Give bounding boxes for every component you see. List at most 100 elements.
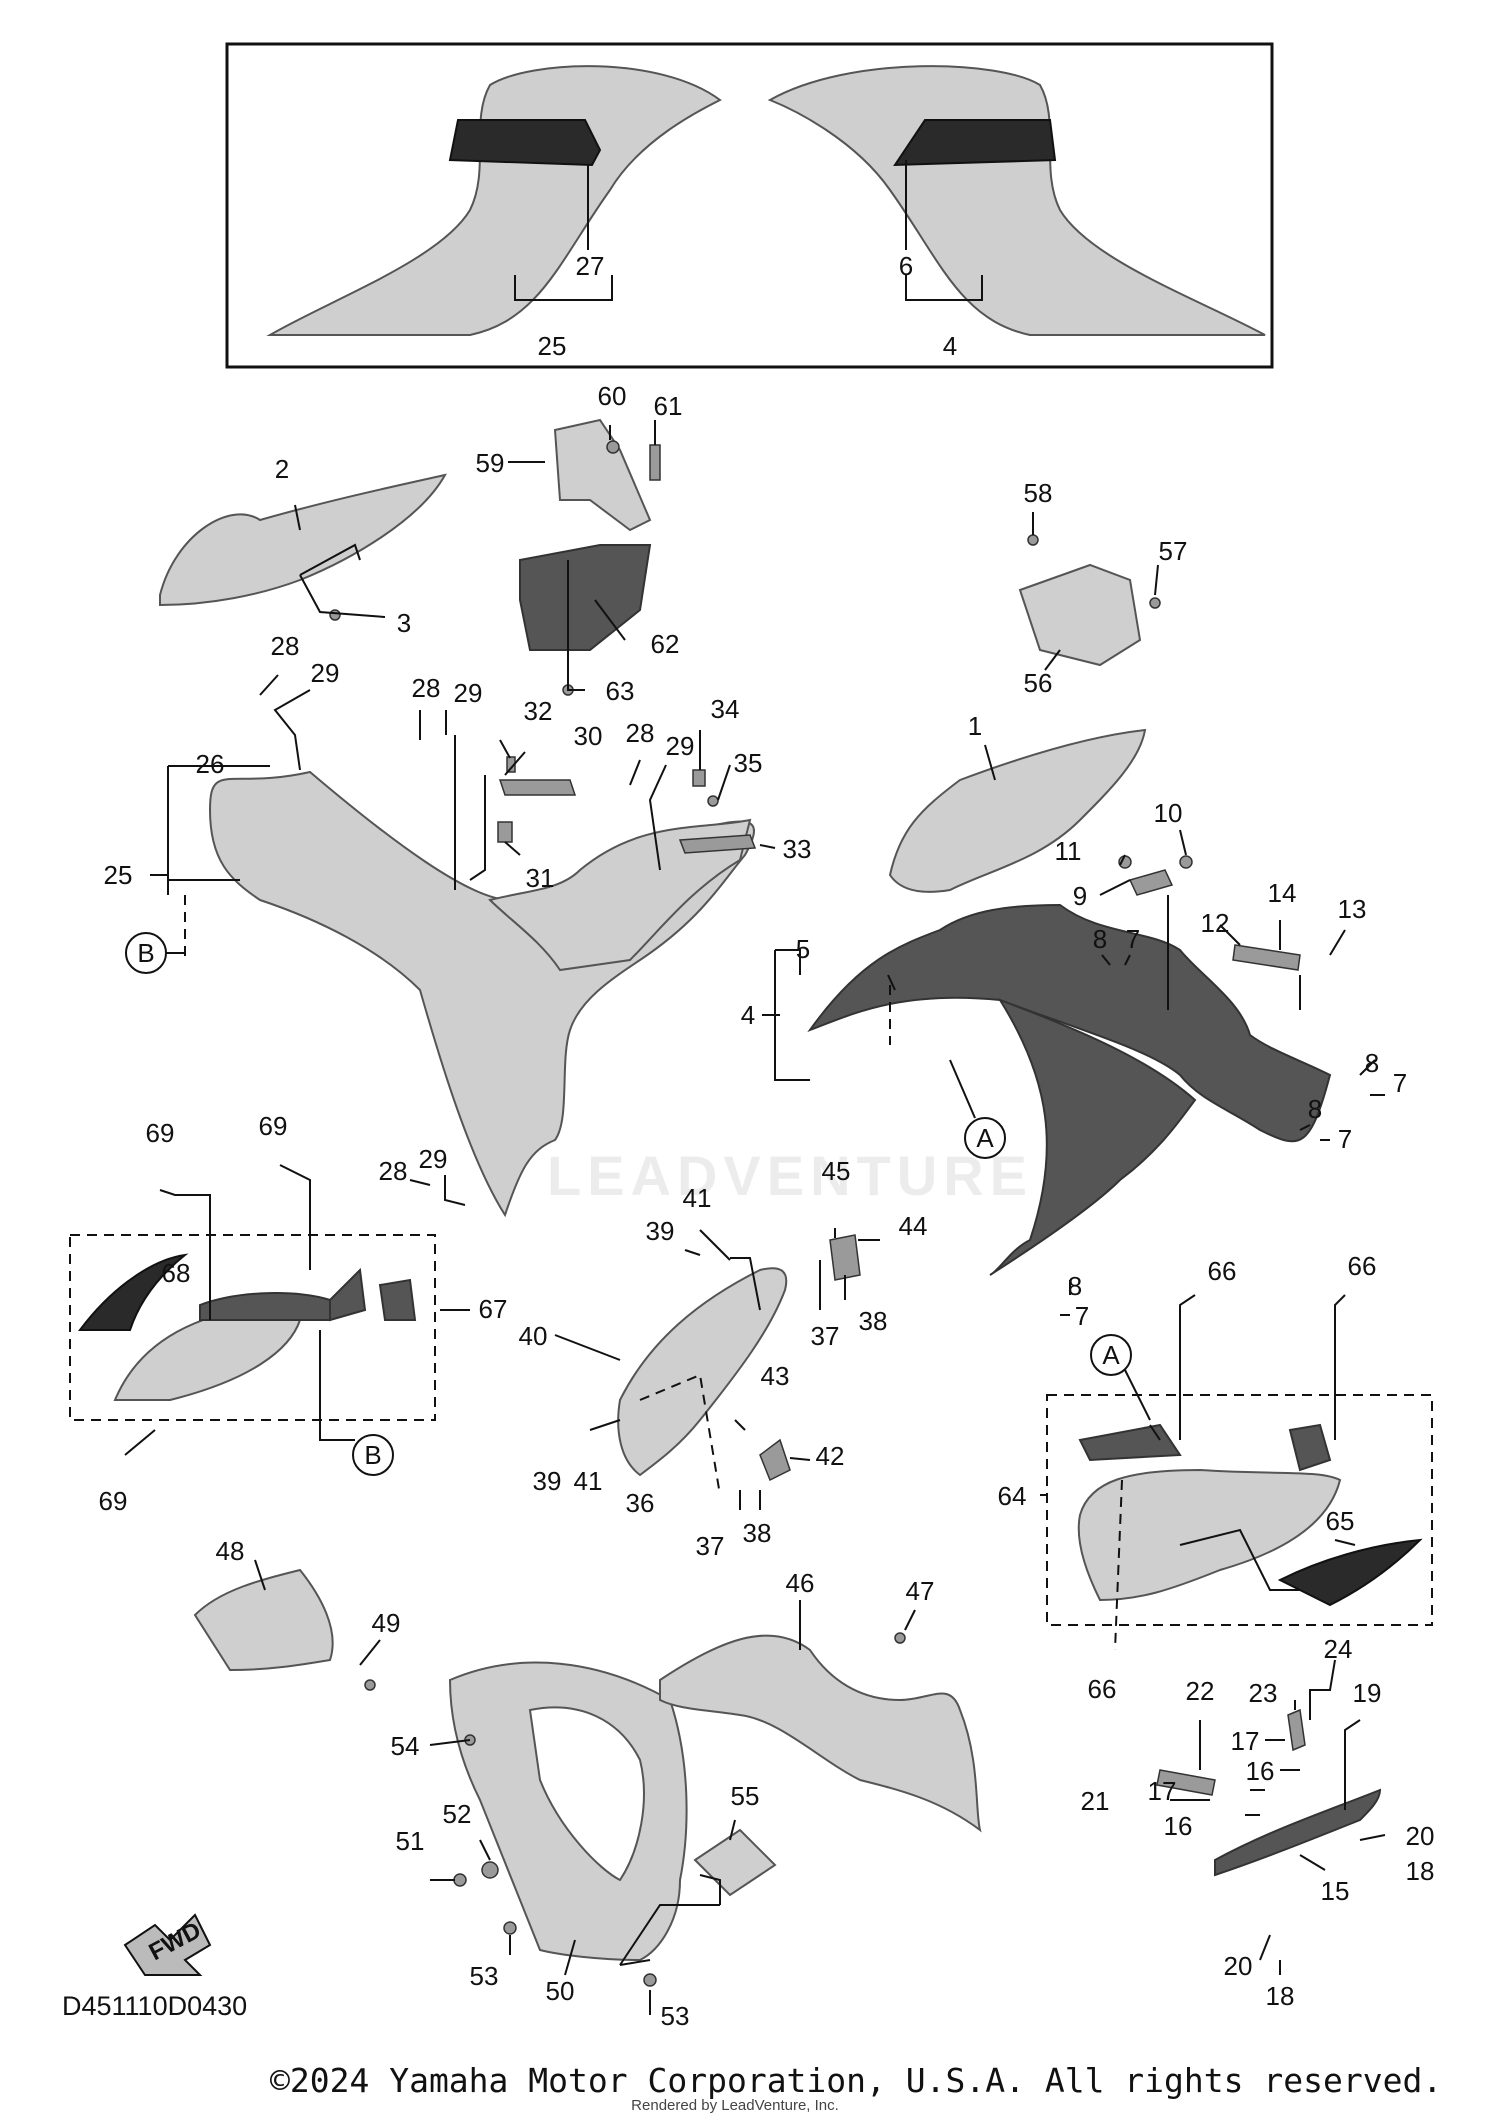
part-screw-10 <box>1179 855 1193 869</box>
part-bracket-44 <box>829 1234 861 1281</box>
part-clip-31 <box>497 821 513 843</box>
part-graphic-65 <box>1277 1538 1423 1607</box>
part-screw-58 <box>1027 534 1039 546</box>
label-20-b: 20 <box>1224 1951 1253 1981</box>
label-47: 47 <box>906 1576 935 1606</box>
label-29-d: 29 <box>419 1144 448 1174</box>
part-bracket-42 <box>759 1438 791 1482</box>
part-cover-56 <box>1018 563 1142 667</box>
part-right-graphic-inset <box>893 119 1057 167</box>
label-51: 51 <box>396 1826 425 1856</box>
label-16-a: 16 <box>1246 1756 1275 1786</box>
callout-a-upper: A <box>964 1117 1006 1159</box>
callout-a-lower: A <box>1090 1334 1132 1376</box>
part-right-cowling-lower <box>989 998 1197 1276</box>
label-12: 12 <box>1201 908 1230 938</box>
part-washer-52 <box>481 1861 499 1879</box>
label-17-a: 17 <box>1231 1726 1260 1756</box>
inset-frame <box>225 42 1274 369</box>
label-48: 48 <box>216 1536 245 1566</box>
label-37-a: 37 <box>811 1321 840 1351</box>
label-7-a: 7 <box>1126 924 1140 954</box>
fwd-arrow-icon: FWD <box>123 1913 212 1976</box>
label-35: 35 <box>734 748 763 778</box>
label-7-b: 7 <box>1393 1068 1407 1098</box>
label-44: 44 <box>899 1211 928 1241</box>
label-66-c: 66 <box>1088 1674 1117 1704</box>
label-33: 33 <box>783 834 812 864</box>
label-69-a: 69 <box>146 1118 175 1148</box>
label-25-inset: 25 <box>538 331 567 361</box>
label-4: 4 <box>741 1000 755 1030</box>
label-6: 6 <box>899 251 913 281</box>
part-bracket-12 <box>1232 944 1301 971</box>
label-8-a: 8 <box>1093 924 1107 954</box>
label-61: 61 <box>654 391 683 421</box>
part-bolt-60 <box>606 440 620 454</box>
part-rail-15 <box>1214 1788 1382 1877</box>
part-panel-1 <box>888 728 1147 893</box>
part-left-lower-cowling <box>488 818 752 972</box>
part-bracket-9 <box>1128 869 1174 896</box>
part-panel-36 <box>617 1267 788 1477</box>
part-winglet-tip <box>1288 1423 1332 1472</box>
label-29-b: 29 <box>454 678 483 708</box>
part-clip-3 <box>329 609 341 621</box>
label-32: 32 <box>524 696 553 726</box>
label-39-b: 39 <box>533 1466 562 1496</box>
label-8-b: 8 <box>1365 1048 1379 1078</box>
part-winglet-64 <box>1077 1468 1342 1602</box>
label-58: 58 <box>1024 478 1053 508</box>
label-14: 14 <box>1268 878 1297 908</box>
callout-b-lower: B <box>352 1434 394 1476</box>
kit-box-67 <box>69 1234 436 1421</box>
part-panel-46 <box>659 1634 982 1833</box>
part-bracket-30 <box>498 779 577 796</box>
label-20-a: 20 <box>1406 1821 1435 1851</box>
label-60: 60 <box>598 381 627 411</box>
label-42: 42 <box>816 1441 845 1471</box>
label-49: 49 <box>372 1608 401 1638</box>
label-29-c: 29 <box>666 731 695 761</box>
part-bracket-23 <box>1287 1708 1306 1752</box>
label-64: 64 <box>998 1481 1027 1511</box>
label-23: 23 <box>1249 1678 1278 1708</box>
label-65: 65 <box>1326 1506 1355 1536</box>
label-13: 13 <box>1338 894 1367 924</box>
part-screw-35 <box>707 795 719 807</box>
leader-lines <box>124 160 1386 2015</box>
part-screw-47 <box>894 1632 906 1644</box>
part-bolt-51 <box>453 1873 467 1887</box>
label-11: 11 <box>1055 836 1082 866</box>
svg-text:B: B <box>137 938 154 968</box>
label-18-a: 18 <box>1406 1856 1435 1886</box>
part-bracket-21 <box>1156 1769 1216 1796</box>
label-54: 54 <box>391 1731 420 1761</box>
label-50: 50 <box>546 1976 575 2006</box>
part-screw-49 <box>364 1679 376 1691</box>
callout-b-upper: B <box>125 932 167 974</box>
part-clip-34 <box>692 769 706 787</box>
label-56: 56 <box>1024 668 1053 698</box>
label-46: 46 <box>786 1568 815 1598</box>
label-2: 2 <box>275 454 289 484</box>
label-24: 24 <box>1324 1634 1353 1664</box>
watermark-text: LEADVENTURE <box>547 1144 1033 1207</box>
part-winglet-end <box>329 1267 367 1322</box>
kit-box-64 <box>1046 1394 1433 1626</box>
label-63: 63 <box>606 676 635 706</box>
label-69-b: 69 <box>259 1111 288 1141</box>
label-40: 40 <box>519 1321 548 1351</box>
part-plate-55 <box>693 1828 777 1897</box>
label-29-a: 29 <box>311 658 340 688</box>
label-10: 10 <box>1154 798 1183 828</box>
label-34: 34 <box>711 694 740 724</box>
label-28-d: 28 <box>379 1156 408 1186</box>
part-screw-32 <box>506 756 516 773</box>
label-8-c: 8 <box>1308 1094 1322 1124</box>
label-39-a: 39 <box>646 1216 675 1246</box>
label-43: 43 <box>761 1361 790 1391</box>
label-16-b: 16 <box>1164 1811 1193 1841</box>
label-36: 36 <box>626 1488 655 1518</box>
